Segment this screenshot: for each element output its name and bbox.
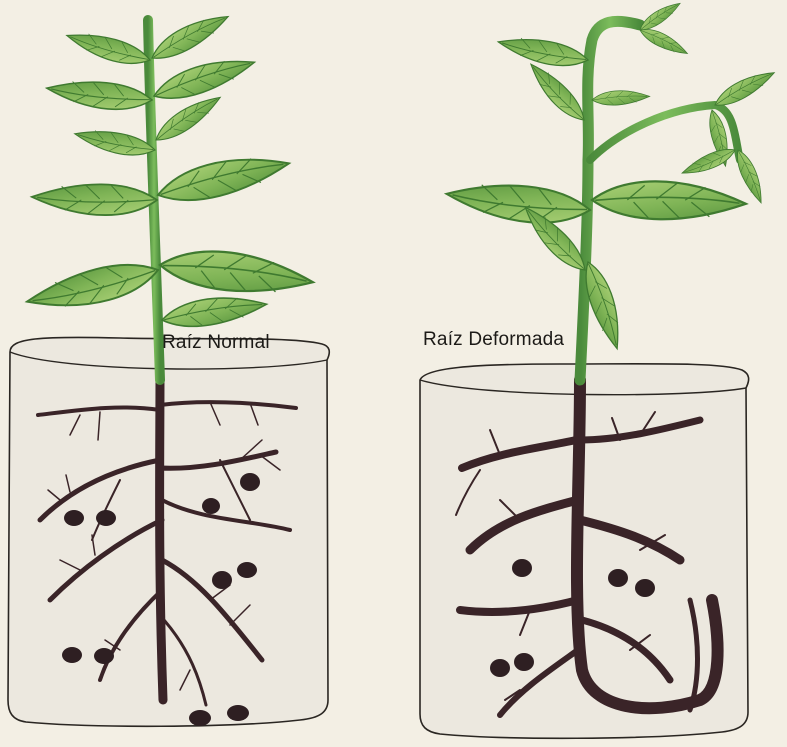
normal-root-container	[8, 337, 329, 726]
normal-plant	[8, 9, 329, 726]
deformed-plant	[420, 0, 778, 738]
normal-leaves	[24, 9, 316, 329]
deformed-leaves	[444, 0, 778, 352]
deformed-root-label: Raíz Deformada	[423, 329, 564, 351]
normal-root-label: Raíz Normal	[162, 332, 270, 354]
